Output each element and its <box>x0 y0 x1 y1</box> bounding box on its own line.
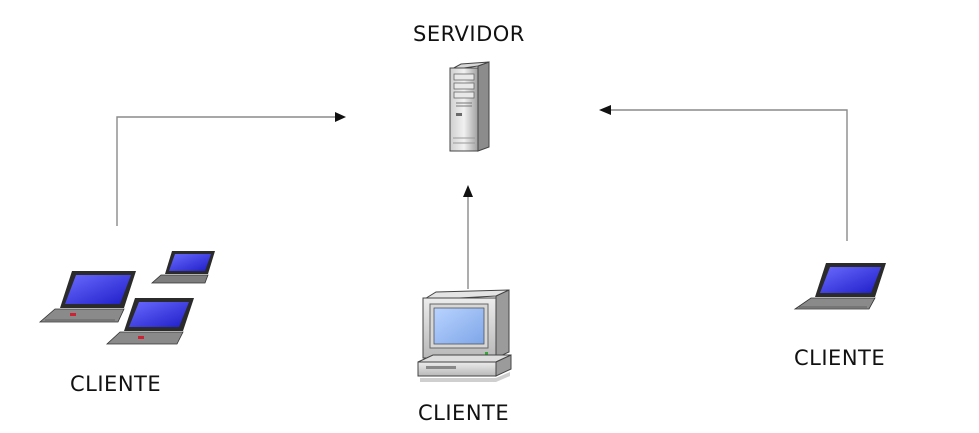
connector-right-to-server <box>599 105 848 241</box>
client-label-right: CLIENTE <box>794 346 886 370</box>
laptop-icon <box>38 271 136 323</box>
server-tower-icon <box>449 61 490 152</box>
connector-left-to-server <box>116 112 346 226</box>
server-label: SERVIDOR <box>413 22 525 46</box>
laptop-icon <box>793 263 886 310</box>
laptop-icon <box>150 251 215 284</box>
laptop-icon <box>105 298 194 345</box>
client-label-center: CLIENTE <box>418 401 510 425</box>
laptops-group-icon <box>38 251 215 345</box>
client-label-left: CLIENTE <box>70 372 162 396</box>
desktop-computer-icon <box>417 289 512 382</box>
connector-center-to-server <box>463 185 473 289</box>
